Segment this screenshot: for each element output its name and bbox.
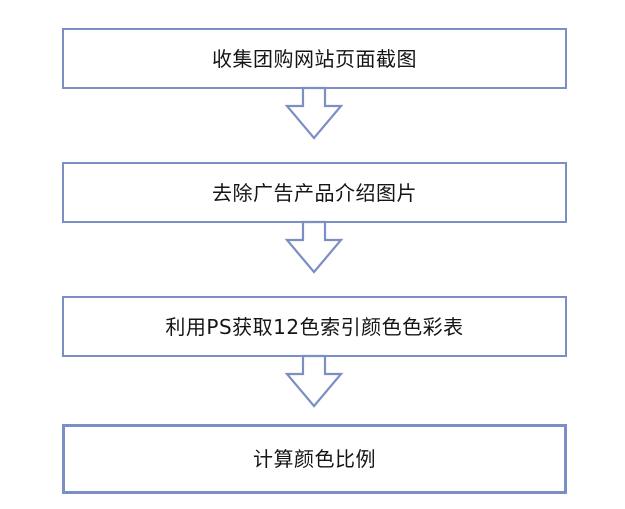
flowchart-node-step-2[interactable]: 去除广告产品介绍图片 — [62, 162, 567, 223]
flowchart-arrow-down-icon-3 — [284, 354, 344, 413]
arrow-down-shape — [284, 86, 344, 140]
flowchart-node-label: 计算颜色比例 — [253, 447, 376, 471]
arrow-down-shape — [284, 354, 344, 408]
flowchart-node-label: 去除广告产品介绍图片 — [212, 180, 417, 205]
arrow-down-shape — [284, 220, 344, 274]
flowchart-node-step-1[interactable]: 收集团购网站页面截图 — [62, 28, 567, 89]
flowchart-node-step-3[interactable]: 利用PS获取12色索引颜色色彩表 — [62, 296, 567, 357]
flowchart-arrow-down-icon-1 — [284, 86, 344, 145]
flowchart-node-step-4[interactable]: 计算颜色比例 — [62, 424, 567, 494]
flowchart-node-label: 收集团购网站页面截图 — [212, 46, 417, 71]
flowchart-arrow-down-icon-2 — [284, 220, 344, 279]
flowchart-node-label: 利用PS获取12色索引颜色色彩表 — [165, 314, 464, 339]
